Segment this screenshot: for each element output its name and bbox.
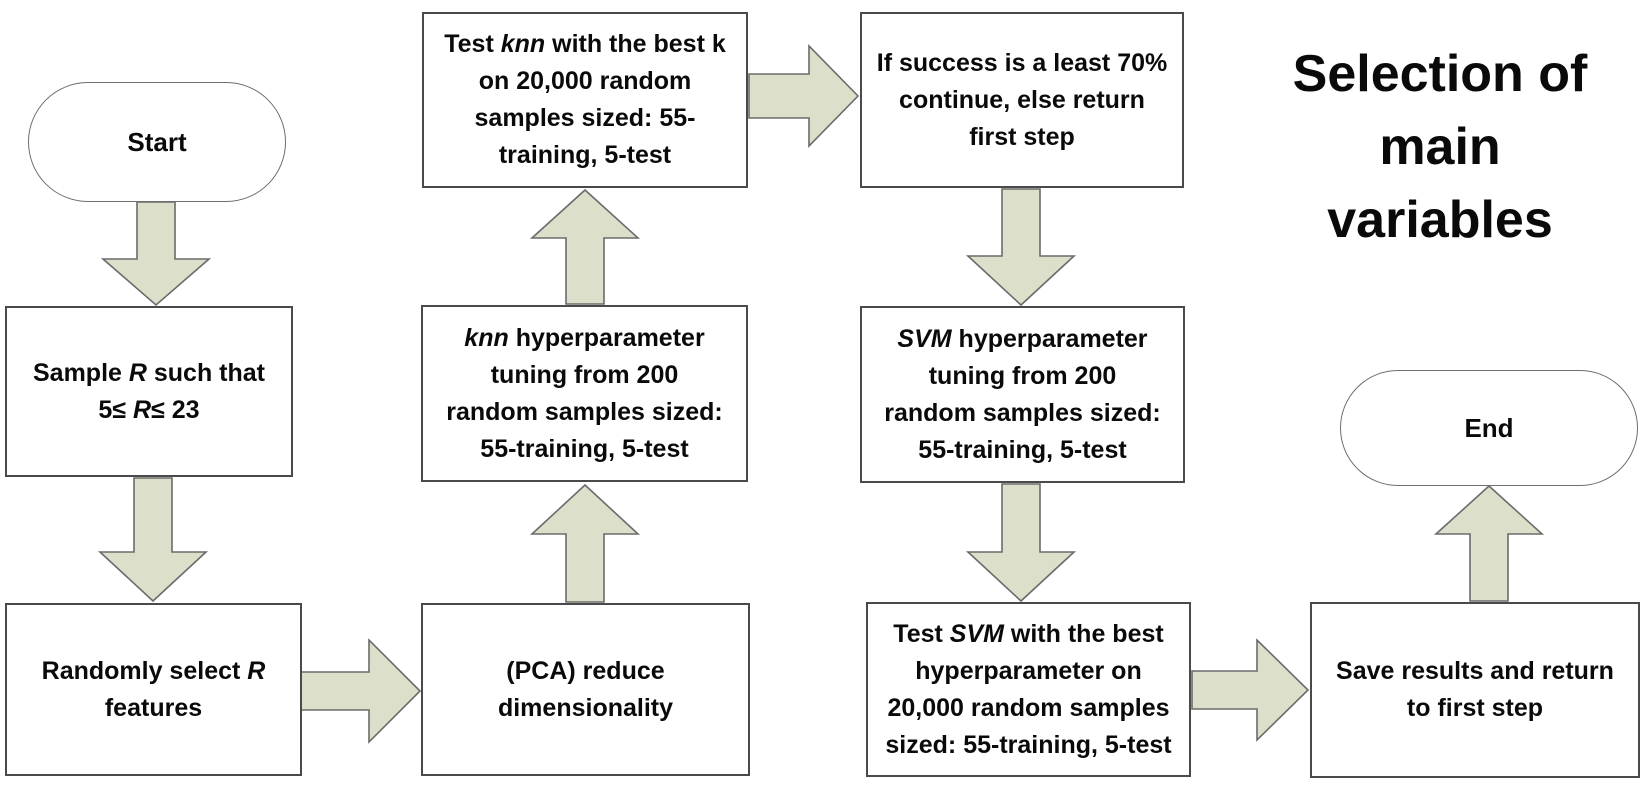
arrow-test-knn-to-if-success — [748, 44, 860, 148]
node-end: End — [1340, 370, 1638, 486]
node-start: Start — [28, 82, 286, 202]
arrow-save-to-end — [1433, 484, 1545, 602]
arrow-svm-tuning-to-test-svm — [965, 483, 1077, 603]
arrow-knn-tuning-to-test-knn — [529, 188, 641, 305]
arrow-pca-to-knn-tuning — [529, 483, 641, 603]
node-start-label: Start — [127, 126, 187, 157]
arrow-randomly-to-pca — [300, 638, 422, 744]
arrow-sample-to-randomly — [97, 477, 209, 603]
node-if-success: If success is a least 70%continue, else … — [860, 12, 1184, 188]
arrow-if-success-to-svm-tuning — [965, 188, 1077, 307]
arrow-start-to-sample — [100, 201, 212, 307]
node-end-label: End — [1464, 412, 1514, 443]
node-if-success-label: If success is a least 70%continue, else … — [876, 48, 1168, 151]
arrow-test-svm-to-save — [1191, 638, 1310, 742]
